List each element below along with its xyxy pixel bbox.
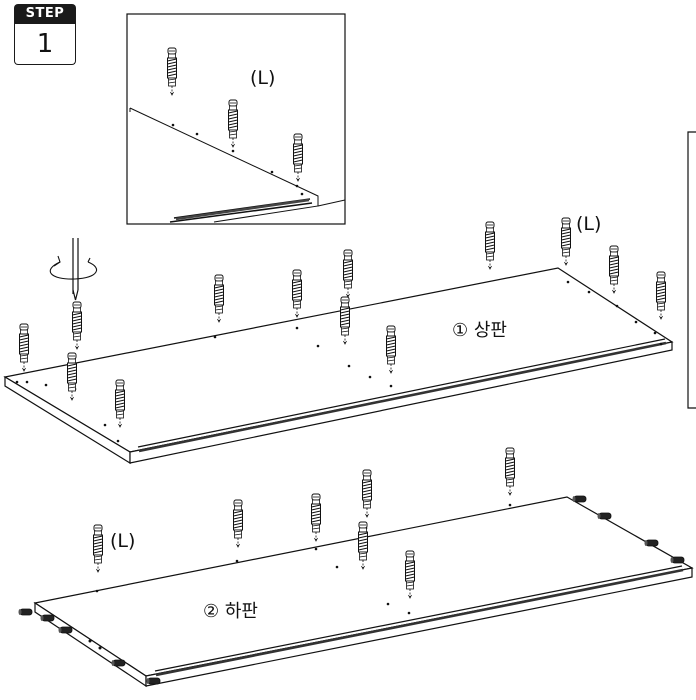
step-number: 1 (14, 24, 76, 65)
screwdriver-icon (49, 238, 98, 301)
side-bracket (687, 131, 696, 409)
inset-left-label: (L) (250, 67, 275, 89)
step-badge: STEP 1 (14, 4, 76, 66)
top-left-label: (L) (576, 213, 601, 235)
detail-inset: (L) (126, 13, 346, 225)
step-label: STEP (14, 4, 76, 24)
bottom-panel: ② 하판 (L) (18, 447, 694, 688)
bottom-panel-label: ② 하판 (203, 601, 258, 622)
top-panel: ① 상판 (L) (3, 213, 674, 465)
bottom-left-label: (L) (110, 530, 135, 552)
top-panel-label: ① 상판 (452, 320, 507, 341)
